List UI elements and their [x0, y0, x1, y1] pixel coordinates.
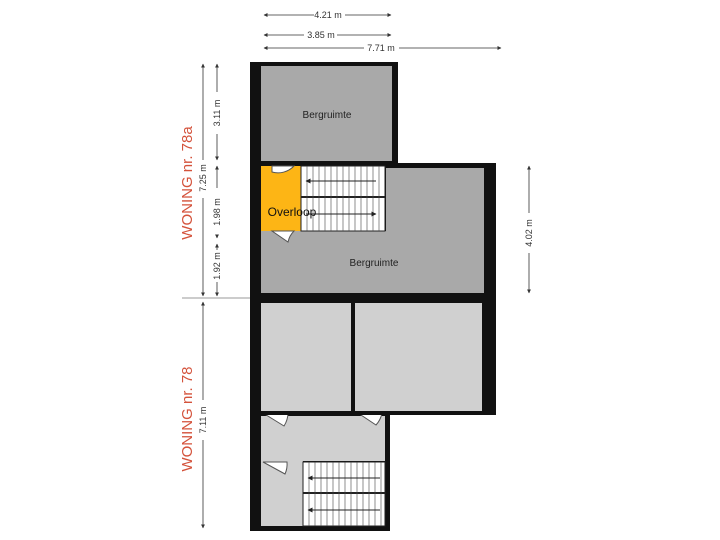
label-overloop: Overloop [268, 205, 317, 219]
room-lower-left [261, 303, 351, 411]
rooms [261, 66, 484, 526]
dim-top-2: 3.85 m [307, 30, 335, 40]
interior-walls [250, 161, 496, 415]
door-landing [262, 461, 288, 475]
doors [261, 165, 383, 475]
room-bergruimte-mid [261, 168, 484, 293]
dim-top-1: 4.21 m [314, 10, 342, 20]
room-overloop [261, 166, 301, 231]
stair-upper [300, 165, 386, 232]
dim-left-2: 7.25 m [198, 164, 208, 192]
room-lower-right [355, 303, 482, 411]
stair-lower [302, 461, 386, 527]
label-woning-78: WONING nr. 78 [179, 366, 196, 471]
dim-left-1: 3.11 m [212, 100, 222, 127]
dim-right-1: 4.02 m [524, 219, 534, 247]
door-overloop-top [271, 165, 296, 174]
label-bergruimte-top: Bergruimte [303, 110, 352, 121]
dim-left-5: 7.11 m [198, 407, 208, 434]
dimensions-top [263, 13, 502, 50]
room-bergruimte-top [261, 66, 392, 163]
dim-left-3: 1.98 m [212, 198, 222, 226]
dimensions-left [201, 63, 219, 529]
door-overloop-bottom [270, 230, 296, 243]
label-woning-78a: WONING nr. 78a [179, 126, 196, 240]
label-bergruimte-mid: Bergruimte [350, 258, 399, 269]
dim-top-3: 7.71 m [367, 43, 395, 53]
dim-left-4: 1.92 m [212, 252, 222, 280]
